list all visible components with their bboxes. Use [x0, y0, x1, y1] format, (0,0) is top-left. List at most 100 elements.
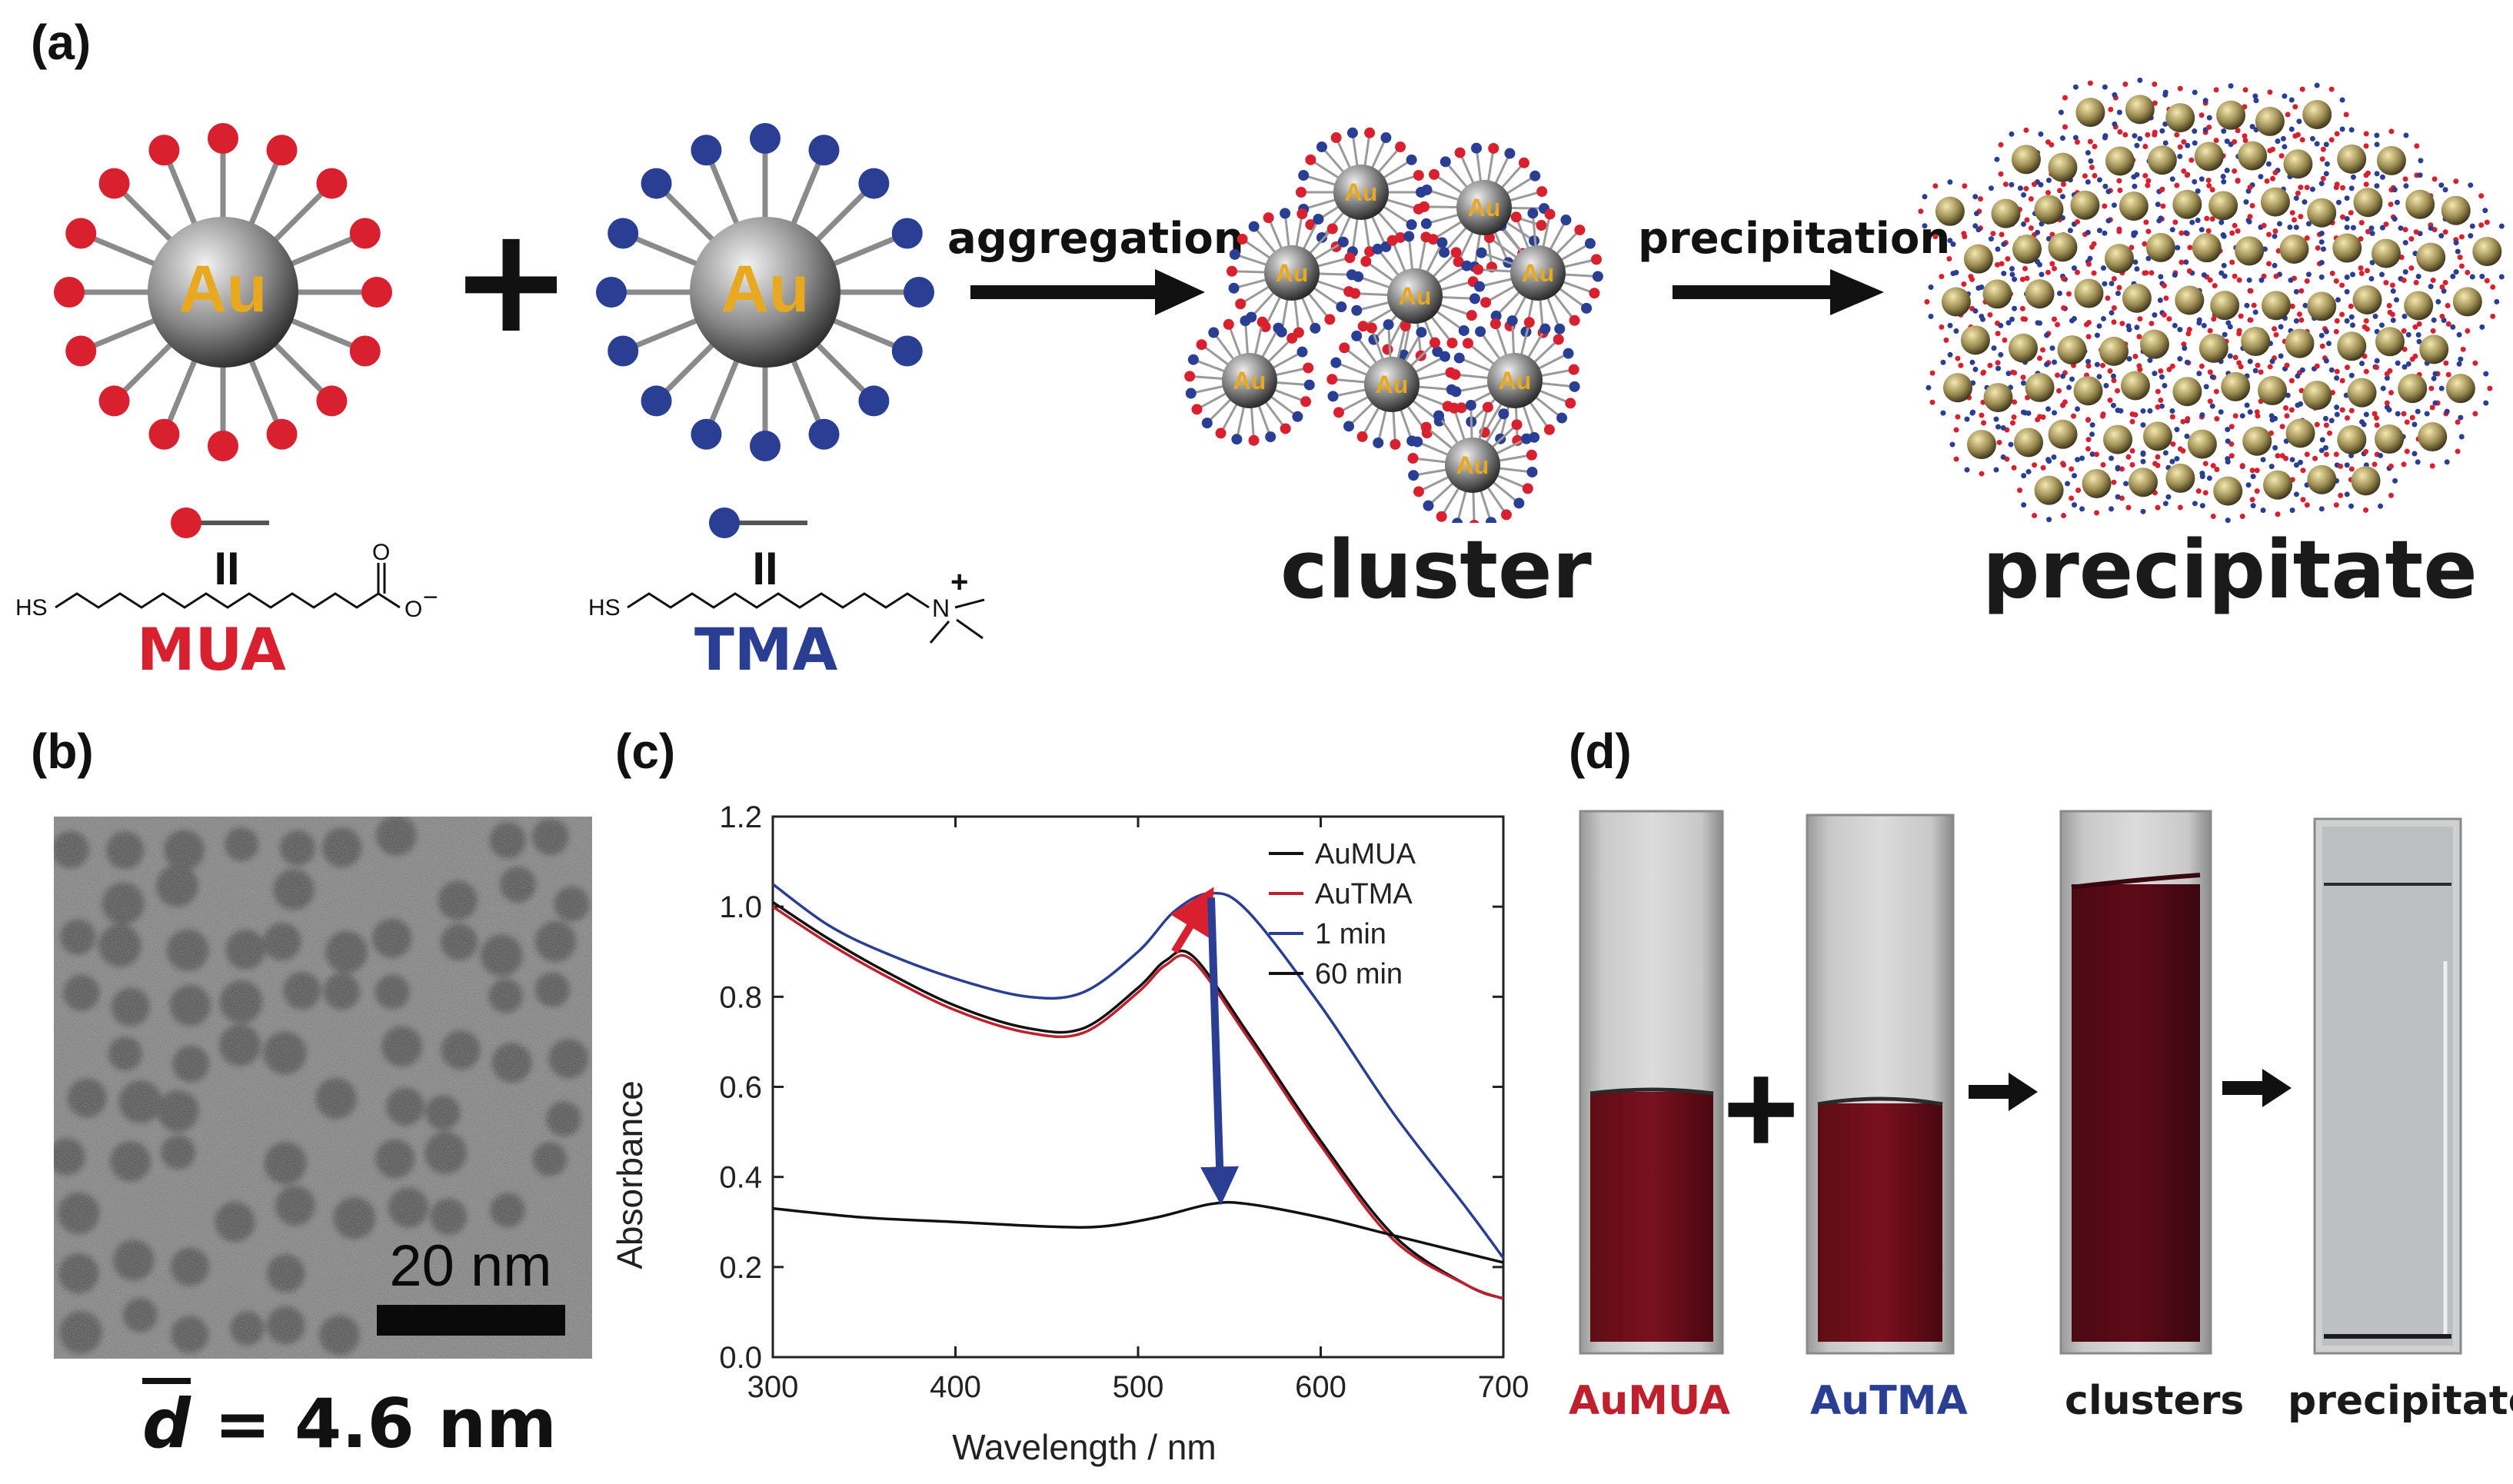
ligand-head [2201, 272, 2207, 278]
ligand-head [2254, 467, 2260, 474]
ligand-head [2244, 402, 2250, 408]
arrow-right [2222, 1069, 2292, 1107]
ligand-head [1994, 156, 2000, 162]
ligand-head [1953, 270, 1959, 276]
ligand-head [2129, 448, 2135, 454]
ligand-head [2252, 309, 2258, 315]
ligand-head [1544, 208, 1556, 220]
ligand-head [1473, 264, 1484, 275]
ligand-head [2152, 81, 2158, 87]
ligand-head [2225, 427, 2231, 433]
ligand-head [2094, 332, 2100, 338]
ligand-head [2196, 320, 2202, 326]
ligand-head [2390, 317, 2396, 323]
ligand-head [2384, 375, 2390, 381]
ligand-head [2232, 168, 2238, 174]
ligand-head [2323, 141, 2329, 148]
ligand-head [2266, 261, 2272, 267]
ligand-head [2115, 464, 2121, 471]
ligand-head [1955, 355, 1961, 361]
nitrogen-label: N [932, 594, 950, 622]
ligand-head [2186, 268, 2192, 275]
gold-core [2192, 233, 2222, 263]
ligand-head [2418, 158, 2424, 164]
ligand-head [2159, 187, 2165, 193]
ligand-head [2174, 427, 2180, 433]
gold-core [2376, 145, 2406, 175]
ligand-head [2393, 297, 2399, 303]
ligand-head [2328, 137, 2335, 143]
ligand-head [2134, 324, 2140, 331]
gold-core [2034, 475, 2064, 505]
au-label: Au [1456, 451, 1489, 479]
ligand-head [1237, 233, 1248, 245]
ligand-head [2320, 146, 2326, 152]
ligand-head [2147, 358, 2153, 364]
gold-core [2347, 378, 2377, 408]
ligand-head [2284, 362, 2290, 368]
gold-core [2082, 468, 2112, 498]
ligand-head [1972, 308, 1979, 314]
ligand-head [2438, 385, 2445, 391]
ligand-head [2278, 353, 2284, 359]
ligand-head [2348, 303, 2354, 309]
ligand-head [1943, 337, 1949, 343]
ligand-head [2455, 448, 2461, 454]
ligand-head [2298, 388, 2305, 394]
ligand-head [2051, 454, 2057, 460]
vial-label-autma: AuTMA [1810, 1378, 1968, 1424]
ligand-head [1420, 218, 1432, 229]
ligand-head [2195, 217, 2201, 223]
ligand-head [2085, 229, 2091, 235]
ligand-head [2339, 126, 2345, 132]
gold-core [2307, 291, 2337, 321]
ligand-head [2165, 494, 2172, 500]
ligand-head [2242, 133, 2248, 139]
ligand-head [1184, 371, 1196, 382]
ligand-head [2126, 356, 2132, 362]
ligand-head [2132, 133, 2138, 139]
ligand-head [1928, 314, 1934, 320]
ligand-head [2096, 228, 2102, 234]
ligand-head [2082, 173, 2088, 179]
ligand-head [2403, 183, 2409, 189]
ligand-head [1939, 324, 1945, 330]
ligand-head [2074, 139, 2080, 145]
ligand-head [2261, 273, 2267, 279]
ligand-head [1589, 288, 1600, 299]
ligand-head [2363, 411, 2369, 418]
ligand-head [1416, 327, 1427, 338]
ligand-head [2085, 417, 2091, 423]
ligand-head [2344, 225, 2350, 231]
ligand-head [2402, 227, 2408, 233]
gold-core [2375, 327, 2405, 357]
gold-core [2416, 242, 2446, 272]
ligand-head [2020, 316, 2026, 322]
ligand-head [2198, 176, 2205, 182]
ligand-head [2292, 104, 2298, 110]
ligand-head [2147, 408, 2153, 414]
ligand-head [2435, 298, 2441, 304]
ligand-head [2268, 464, 2275, 470]
ligand-head [2085, 358, 2092, 364]
ligand-head [2143, 270, 2149, 276]
ligand-head [1215, 428, 1227, 439]
ligand-head [2222, 273, 2228, 279]
ligand-head [2102, 230, 2108, 236]
gold-core [2145, 232, 2175, 262]
gold-core [1942, 373, 1972, 403]
ligand-head [2100, 315, 2106, 321]
gold-core [2070, 190, 2100, 220]
gold-core [1510, 245, 1566, 301]
ligand-head [1462, 338, 1473, 349]
ligand-head [2289, 457, 2295, 463]
gold-core [2258, 376, 2288, 406]
ligand-head [2288, 378, 2295, 384]
ligand-head [2283, 455, 2289, 461]
diameter-symbol: d [142, 1384, 191, 1463]
ligand-head [2122, 81, 2129, 87]
ligand-head [2102, 133, 2109, 139]
ligand-head [2374, 132, 2380, 138]
ligand-head [2058, 109, 2064, 115]
ligand-head [1316, 141, 1327, 153]
